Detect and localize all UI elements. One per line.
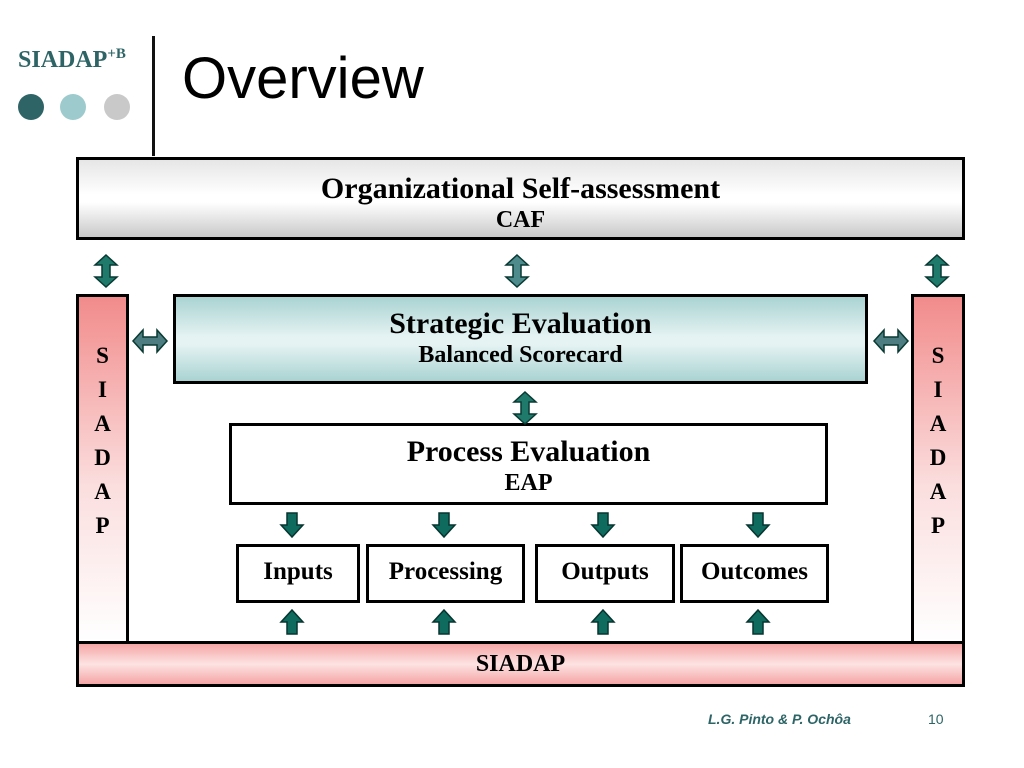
siadap-letter: P bbox=[930, 513, 946, 538]
caf-subtitle: CAF bbox=[495, 207, 546, 233]
decor-dot-grey bbox=[104, 94, 130, 120]
footer-authors: L.G. Pinto & P. Ochôa bbox=[708, 711, 851, 727]
double-arrow-vertical-icon bbox=[924, 253, 950, 289]
page-number: 10 bbox=[928, 711, 944, 727]
siadap-right-letters: S I A D A P bbox=[914, 339, 962, 543]
double-arrow-horizontal-icon bbox=[131, 328, 169, 354]
outcomes-box: Outcomes bbox=[680, 544, 829, 603]
caf-title: Organizational Self-assessment bbox=[320, 172, 721, 205]
arrow-down-icon bbox=[279, 512, 305, 539]
arrow-up-icon bbox=[590, 608, 616, 635]
slide-title: Overview bbox=[182, 46, 424, 111]
logo-superscript: +B bbox=[107, 46, 126, 62]
arrow-up-icon bbox=[279, 608, 305, 635]
double-arrow-horizontal-icon bbox=[872, 328, 910, 354]
siadap-left-letters: S I A D A P bbox=[79, 339, 126, 543]
decor-dot-light bbox=[60, 94, 86, 120]
siadap-letter: I bbox=[98, 377, 107, 402]
siadap-letter: A bbox=[94, 411, 111, 436]
siadap-letter: P bbox=[95, 513, 110, 538]
siadap-letter: A bbox=[929, 411, 947, 436]
decor-dot-dark bbox=[18, 94, 44, 120]
siadap-letter: I bbox=[933, 377, 943, 402]
title-divider bbox=[152, 36, 155, 156]
inputs-box: Inputs bbox=[236, 544, 360, 603]
siadap-bottom-bar: SIADAP bbox=[76, 641, 965, 687]
siadap-bottom-label: SIADAP bbox=[475, 651, 566, 677]
siadap-letter: A bbox=[929, 479, 947, 504]
siadap-letter: D bbox=[929, 445, 947, 470]
siadap-right-column: S I A D A P bbox=[911, 294, 965, 644]
arrow-down-icon bbox=[590, 512, 616, 539]
logo-text: SIADAP bbox=[18, 47, 108, 73]
strategic-title: Strategic Evaluation bbox=[389, 307, 652, 340]
arrow-up-icon bbox=[431, 608, 457, 635]
siadap-letter: S bbox=[96, 343, 109, 368]
siadap-left-column: S I A D A P bbox=[76, 294, 129, 644]
process-title: Process Evaluation bbox=[406, 435, 651, 468]
process-subtitle: EAP bbox=[504, 470, 553, 496]
caf-box: Organizational Self-assessment CAF bbox=[76, 157, 965, 240]
arrow-down-icon bbox=[745, 512, 771, 539]
process-evaluation-box: Process Evaluation EAP bbox=[229, 423, 828, 505]
double-arrow-vertical-icon bbox=[512, 390, 538, 426]
double-arrow-vertical-icon bbox=[504, 253, 530, 289]
siadap-letter: D bbox=[94, 445, 111, 470]
arrow-down-icon bbox=[431, 512, 457, 539]
siadap-letter: S bbox=[931, 343, 945, 368]
arrow-up-icon bbox=[745, 608, 771, 635]
strategic-subtitle: Balanced Scorecard bbox=[418, 342, 623, 368]
double-arrow-vertical-icon bbox=[93, 253, 119, 289]
strategic-evaluation-box: Strategic Evaluation Balanced Scorecard bbox=[173, 294, 868, 384]
siadap-letter: A bbox=[94, 479, 111, 504]
siadap-logo: SIADAP+B bbox=[18, 46, 126, 74]
processing-box: Processing bbox=[366, 544, 525, 603]
outputs-box: Outputs bbox=[535, 544, 675, 603]
